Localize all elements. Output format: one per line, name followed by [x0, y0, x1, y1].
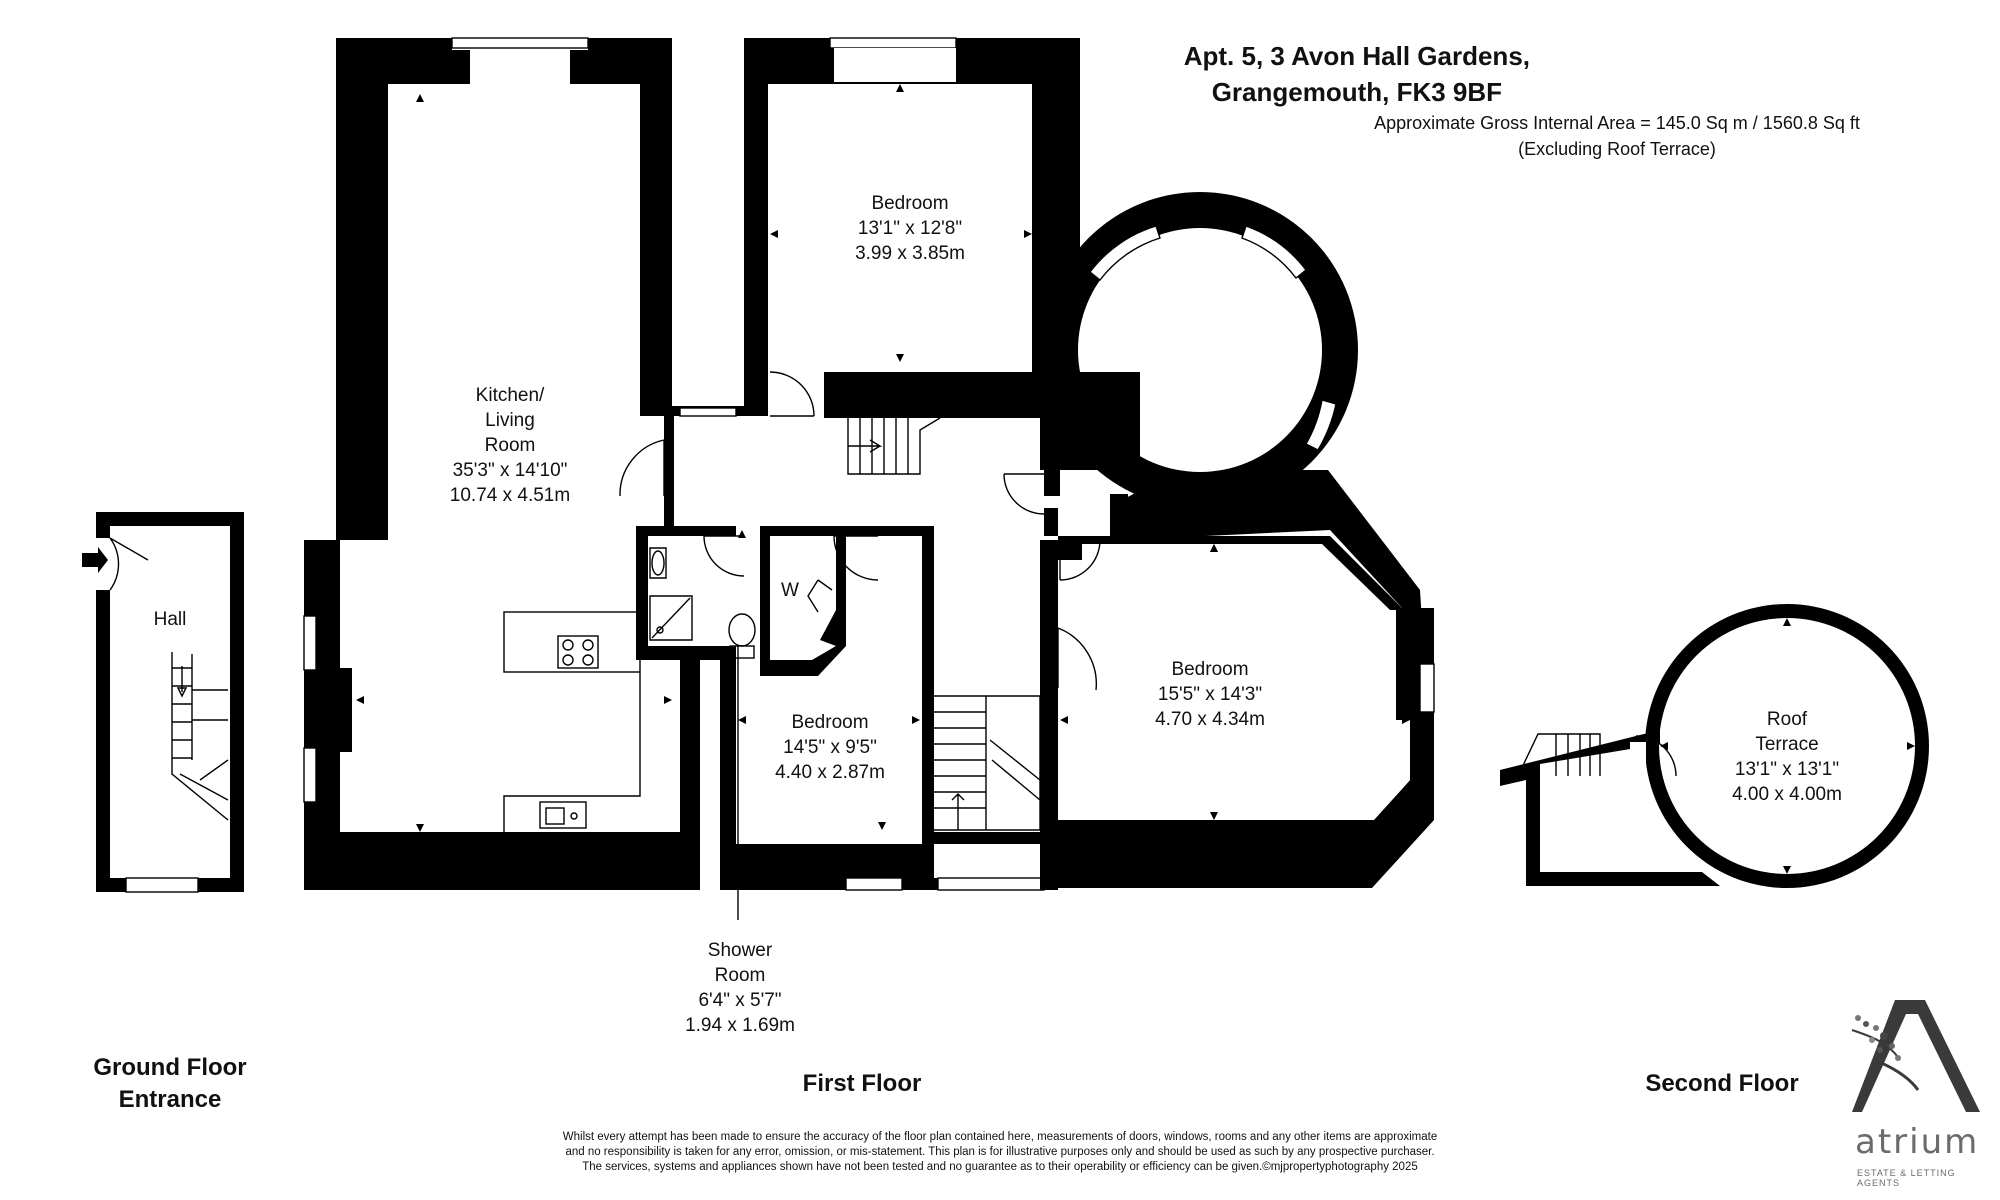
- bedroom-mid-metric: 4.40 x 2.87m: [775, 762, 885, 783]
- kitchen-name-1: Kitchen/: [475, 385, 545, 406]
- disclaimer: Whilst every attempt has been made to en…: [520, 1130, 1480, 1175]
- room-label-hall: Hall: [130, 607, 210, 632]
- disclaimer-line-2: and no responsibility is taken for any e…: [565, 1146, 1435, 1158]
- room-label-roof-terrace: Roof Terrace 13'1" x 13'1" 4.00 x 4.00m: [1687, 707, 1887, 807]
- roof-terrace-name-1: Roof: [1766, 709, 1808, 730]
- kitchen-window-left-2: [303, 747, 317, 803]
- shower-name-1: Shower: [707, 940, 773, 961]
- turret: [1040, 192, 1358, 508]
- address-line-1: Apt. 5, 3 Avon Hall Gardens,: [1183, 41, 1530, 71]
- hall-entrance-door: [109, 537, 149, 591]
- bedroom-mid-door: [833, 535, 879, 581]
- area-line: Approximate Gross Internal Area = 145.0 …: [1374, 113, 1860, 133]
- entrance-arrow-icon: [82, 547, 108, 573]
- wardrobe-walls: [760, 526, 932, 676]
- bedroom-top-name: Bedroom: [871, 193, 949, 214]
- landing-staircase-icon: [847, 417, 941, 475]
- landing-window: [679, 407, 737, 417]
- bedroom-right-door: [1057, 627, 1098, 691]
- bedroom-mid-walls: [720, 526, 934, 890]
- address-line-2: Grangemouth, FK3 9BF: [1211, 77, 1503, 107]
- bedroom-top-metric: 3.99 x 3.85m: [855, 243, 965, 264]
- shower-metric: 1.94 x 1.69m: [685, 1015, 795, 1036]
- ground-floor-plan: [82, 512, 244, 893]
- second-floor-plan: [1500, 604, 1929, 888]
- lower-staircase-icon: [934, 695, 1041, 831]
- shower-name-2: Room: [714, 965, 766, 986]
- logo-name: atrium: [1855, 1122, 1980, 1162]
- bedroom-top-imperial: 13'1" x 12'8": [857, 218, 963, 239]
- shower-door: [703, 535, 745, 577]
- roof-terrace-imperial: 13'1" x 13'1": [1734, 759, 1840, 780]
- bedroom-right-imperial: 15'5" x 14'3": [1157, 684, 1263, 705]
- logo-tagline: ESTATE & LETTING AGENTS: [1857, 1168, 1956, 1188]
- kitchen-window-top: [451, 37, 589, 49]
- wardrobe-door: [807, 579, 833, 613]
- room-label-bedroom-top: Bedroom 13'1" x 12'8" 3.99 x 3.85m: [810, 191, 1010, 266]
- floor-title-second: Second Floor: [1622, 1068, 1822, 1100]
- roof-terrace-name-2: Terrace: [1755, 734, 1819, 755]
- bedroom-right-window: [1419, 663, 1435, 713]
- kitchen-window-left-1: [303, 615, 317, 671]
- roof-staircase-icon: [1517, 733, 1601, 777]
- turret-door: [1003, 473, 1045, 515]
- room-label-shower: Shower Room 6'4" x 5'7" 1.94 x 1.69m: [640, 938, 840, 1038]
- bedroom-right-outline: [1058, 494, 1434, 888]
- first-floor-line: First Floor: [802, 1070, 922, 1097]
- hob-icon: [557, 635, 599, 669]
- hall-staircase-icon: [171, 652, 229, 821]
- room-label-bedroom-mid: Bedroom 14'5" x 9'5" 4.40 x 2.87m: [730, 710, 930, 785]
- bedroom-mid-name: Bedroom: [791, 712, 869, 733]
- ground-floor-line-1: Ground Floor: [93, 1054, 247, 1081]
- kitchen-name-2: Living: [485, 410, 535, 431]
- floor-title-first: First Floor: [762, 1068, 962, 1100]
- atrium-logo-mark: [1851, 1000, 1980, 1112]
- turret-window-3: [1305, 399, 1337, 451]
- kitchen-door: [619, 439, 665, 497]
- room-label-kitchen: Kitchen/ Living Room 35'3" x 14'10" 10.7…: [410, 383, 610, 508]
- toilet-icon: [728, 613, 756, 659]
- ground-floor-line-2: Entrance: [118, 1086, 222, 1113]
- bedroom-mid-imperial: 14'5" x 9'5": [783, 737, 877, 758]
- bedroom-right-name: Bedroom: [1171, 659, 1249, 680]
- shower-tray-icon: [649, 595, 693, 641]
- sink-icon: [539, 801, 587, 829]
- kitchen-worktop: [503, 672, 641, 832]
- bedroom-mid-window: [845, 877, 903, 891]
- area-note: (Excluding Roof Terrace): [1518, 139, 1716, 159]
- shower-imperial: 6'4" x 5'7": [698, 990, 782, 1011]
- kitchen-imperial: 35'3" x 14'10": [452, 460, 568, 481]
- landing-divider: [824, 372, 1040, 418]
- bedroom-right-walls: [1058, 470, 1432, 844]
- room-label-bedroom-right: Bedroom 15'5" x 14'3" 4.70 x 4.34m: [1110, 657, 1310, 732]
- address-title: Apt. 5, 3 Avon Hall Gardens, Grangemouth…: [1184, 38, 1530, 110]
- kitchen-name-3: Room: [484, 435, 536, 456]
- kitchen-metric: 10.74 x 4.51m: [449, 485, 571, 506]
- hall-window: [125, 877, 199, 893]
- basin-icon: [649, 547, 667, 579]
- second-floor-line: Second Floor: [1645, 1070, 1799, 1097]
- disclaimer-line-3: The services, systems and appliances sho…: [582, 1161, 1418, 1173]
- roof-terrace-metric: 4.00 x 4.00m: [1732, 784, 1842, 805]
- shower-room-walls: [636, 526, 736, 890]
- bedroom-top-door: [769, 371, 815, 417]
- bedroom-top-window: [829, 37, 957, 49]
- stair-window: [937, 877, 1045, 891]
- first-floor-plan: [303, 37, 1435, 920]
- hall-name: Hall: [153, 609, 187, 630]
- disclaimer-line-1: Whilst every attempt has been made to en…: [562, 1131, 1438, 1143]
- dimension-markers: [356, 84, 1915, 874]
- bedroom-right-metric: 4.70 x 4.34m: [1155, 709, 1265, 730]
- turret-window-2: [1241, 225, 1307, 279]
- turret-window-1: [1089, 225, 1161, 281]
- area-summary: Approximate Gross Internal Area = 145.0 …: [1352, 110, 1882, 162]
- room-label-wardrobe: W: [781, 580, 799, 601]
- floor-title-ground: Ground Floor Entrance: [70, 1052, 270, 1116]
